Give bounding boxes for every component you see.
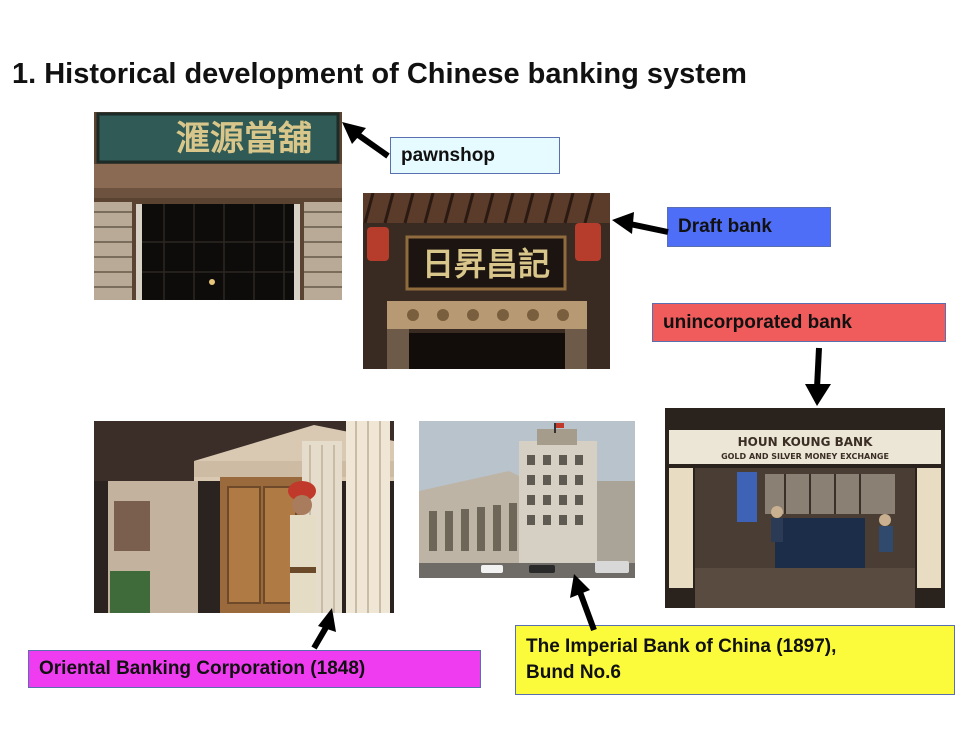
draft-bank-photo: 日昇昌記 (363, 193, 610, 369)
oriental-bank-label: Oriental Banking Corporation (1848) (28, 650, 481, 688)
unincorporated-bank-arrow (805, 347, 831, 406)
imperial-bank-label-line1: The Imperial Bank of China (1897), (526, 636, 837, 657)
pawnshop-arrow (342, 122, 390, 159)
pawnshop-label: pawnshop (390, 137, 560, 174)
imperial-bank-arrow (570, 574, 597, 632)
draft-sign-text: 日昇昌記 (422, 245, 550, 283)
draft-bank-label: Draft bank (667, 207, 831, 247)
pawnshop-sign-text: 滙源當舖 (176, 119, 312, 159)
pawnshop-photo: 滙源當舖 (94, 112, 342, 300)
unincorporated-bank-label: unincorporated bank (652, 303, 946, 342)
imperial-bank-label-line2: Bund No.6 (526, 662, 621, 683)
unincorporated-bank-photo: HOUN KOUNG BANK GOLD AND SILVER MONEY EX… (665, 408, 945, 608)
houn-koung-sign-line1: HOUN KOUNG BANK (738, 435, 873, 449)
houn-koung-sign-line2: GOLD AND SILVER MONEY EXCHANGE (721, 452, 889, 461)
imperial-bank-label: The Imperial Bank of China (1897), Bund … (515, 625, 955, 695)
slide-title: 1. Historical development of Chinese ban… (12, 58, 747, 90)
oriental-bank-arrow (311, 608, 336, 650)
draft-bank-arrow (612, 212, 669, 235)
oriental-bank-photo (94, 421, 394, 613)
imperial-bank-photo (419, 421, 635, 578)
